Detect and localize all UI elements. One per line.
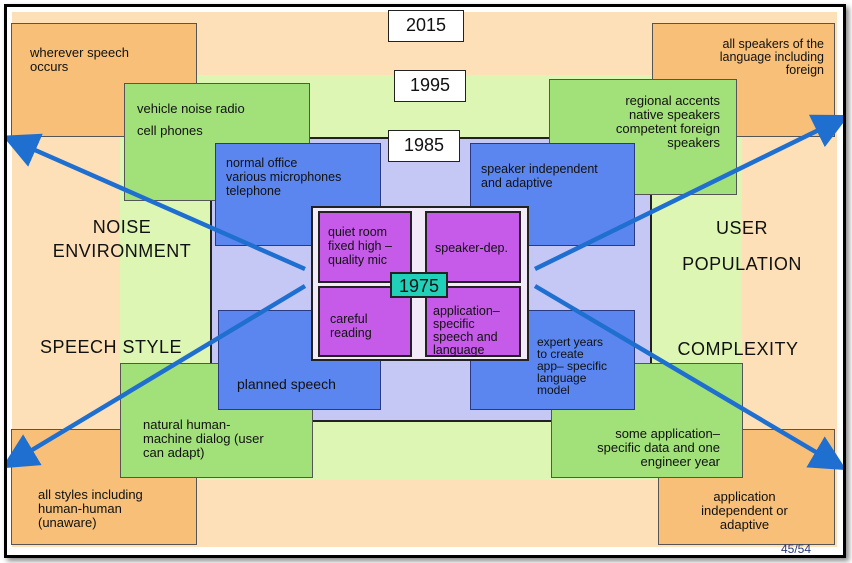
box-text-line: competent foreign [615,121,720,136]
box-text-line: engineer year [640,454,721,469]
box-text-line: language [433,343,485,357]
box-text-line: (unaware) [38,515,97,530]
box-1975-top-left: quiet room fixed high – quality mic [318,211,412,283]
box-text-line: telephone [226,184,281,198]
box-text-line: all styles including [38,487,143,502]
arrow-user-population [534,114,843,272]
label-line: USER [715,218,768,238]
complexity-label: COMPLEXITY [677,339,799,359]
box-text-line: reading [330,326,372,340]
box-text-line: cell phones [137,123,203,138]
arrow-speech-style [7,284,307,469]
label-line: ENVIRONMENT [52,241,192,261]
box-text-line: careful [330,312,368,326]
box-1975-top-right: speaker-dep. [425,211,521,283]
year-1975-label: 1975 [390,272,448,298]
box-1975-bottom-right: application– specific speech and languag… [425,286,521,357]
slide-frame: wherever speech occurs all speakers of t… [4,4,846,558]
box-text-line: regional accents [625,93,720,108]
user-population-label: USER POPULATION [657,210,827,282]
label-line: POPULATION [682,254,802,274]
box-text-line: speakers [667,135,720,150]
arrow-complexity [533,284,843,471]
year-1985-label: 1985 [388,130,460,162]
box-text-line: expert years [537,335,604,349]
box-text-line: model [537,383,570,397]
noise-environment-label: NOISE ENVIRONMENT [37,215,207,263]
box-text-line: adaptive [719,517,770,532]
box-text-line: native speakers [628,107,720,122]
year-2015-label: 2015 [388,10,464,42]
box-text-line: speaker-dep. [435,241,508,255]
box-text-line: vehicle noise radio [137,101,245,116]
speech-style-label: SPEECH STYLE [39,337,183,357]
year-1995-label: 1995 [394,70,466,102]
box-text-line: human-human [38,501,122,516]
box-text-line: machine dialog (user [143,431,264,446]
box-text-line: speech and [433,330,498,344]
box-text-line: independent or [701,503,788,518]
box-text-line: application [713,489,776,504]
box-text-line: planned speech [237,376,336,392]
box-text-line: specific [433,317,475,331]
box-text-line: speaker independent [481,162,598,176]
box-text-line: normal office [226,156,298,170]
box-text-line: foreign [785,63,824,77]
box-text-line: and adaptive [481,176,553,190]
box-text-line: natural human- [143,417,231,432]
box-text-line: app– specific [537,359,608,373]
label-line: NOISE [92,217,152,237]
box-text-line: some application– [615,426,720,441]
box-text-line: all speakers of the [722,37,824,51]
box-text-line: occurs [30,59,69,74]
box-text-line: can adapt) [143,445,205,460]
arrows-layer [7,114,843,471]
arrow-noise-environment [7,133,306,272]
box-text-line: fixed high – [328,239,392,253]
box-text-line: specific data and one [597,440,720,455]
box-text-line: quiet room [328,225,388,239]
box-text-line: wherever speech [30,45,129,60]
box-text-line: to create [537,347,584,361]
box-text-line: language including [719,50,824,64]
slide-number: 45/54 [781,542,812,556]
box-text-line: application– [433,304,500,318]
box-text-line: quality mic [328,253,388,267]
box-text-line: language [537,371,587,385]
box-text-line: various microphones [226,170,342,184]
